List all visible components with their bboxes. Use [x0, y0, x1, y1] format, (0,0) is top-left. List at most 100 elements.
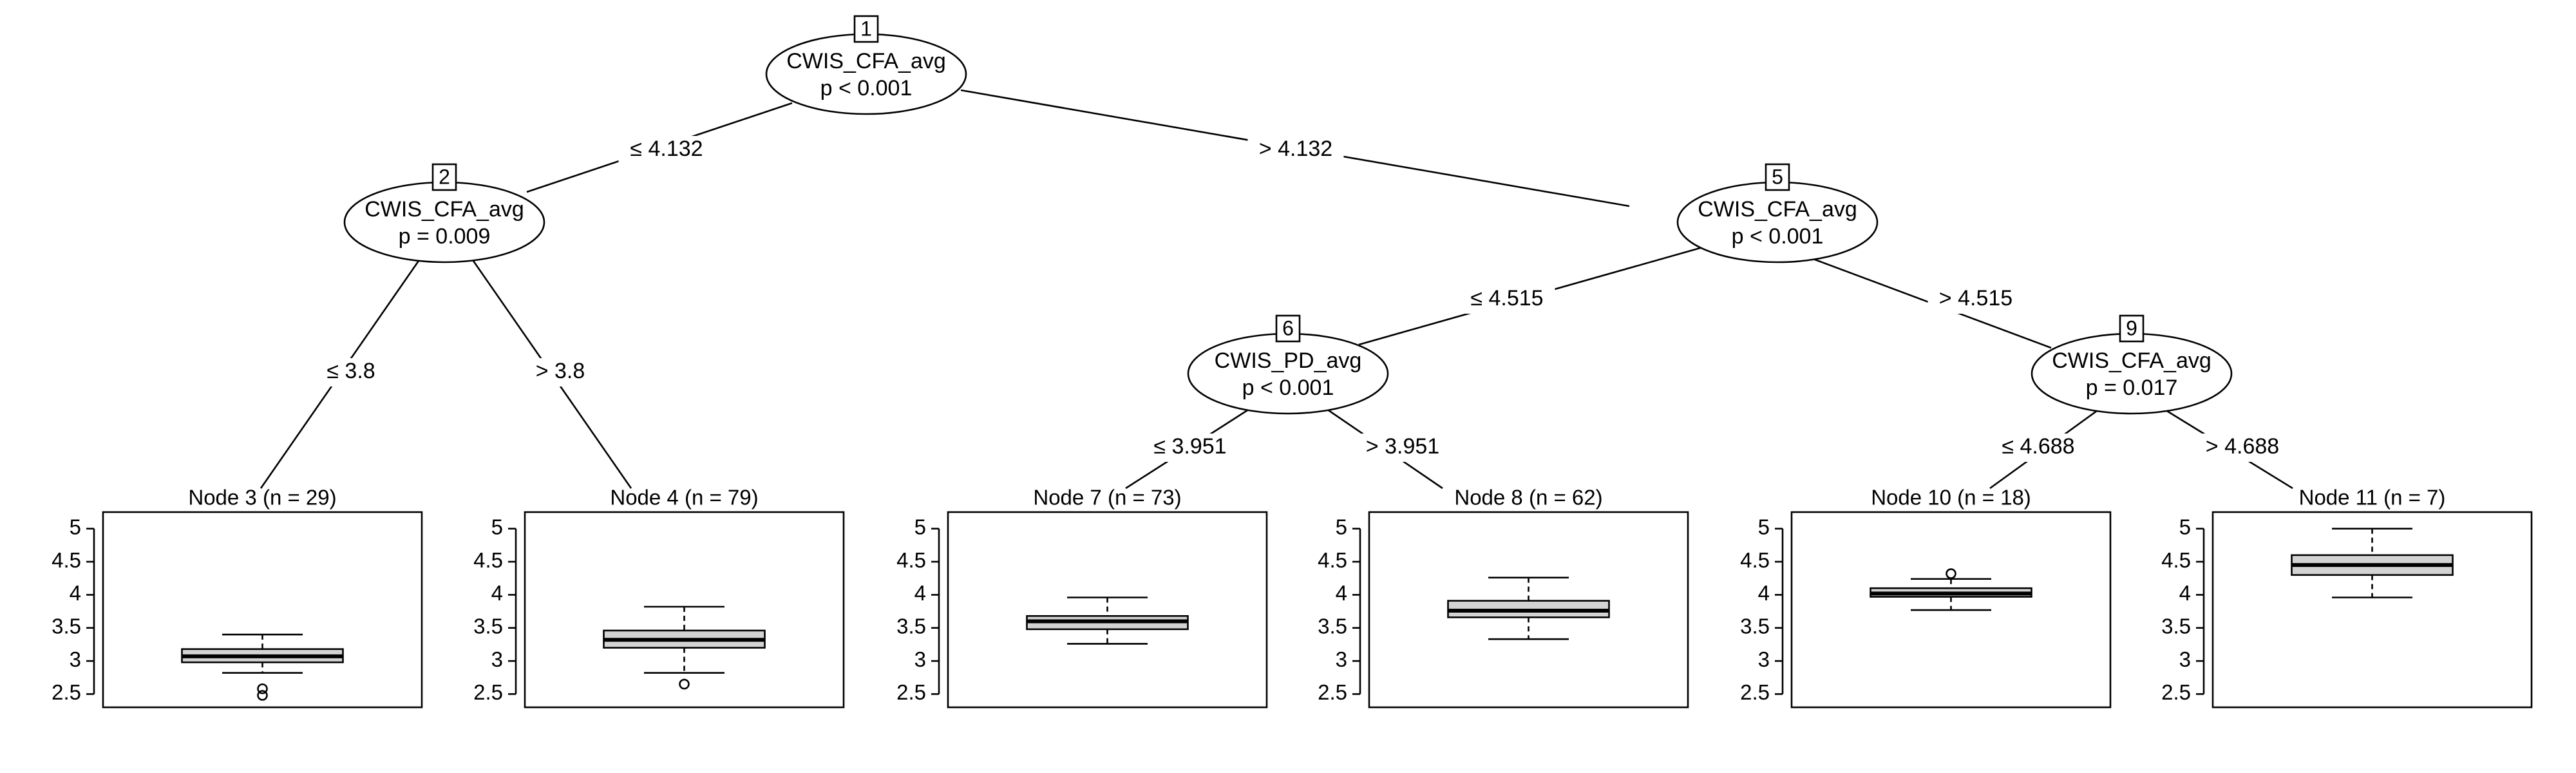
terminal-node-7: Node 7 (n = 73)2.533.544.55	[896, 486, 1268, 709]
y-axis-tick-label: 2.5	[2161, 680, 2191, 704]
y-axis-tick-label: 4.5	[1318, 548, 1347, 572]
edge-5-9	[1783, 247, 2052, 349]
edge-label-text: ≤ 4.515	[1470, 286, 1543, 310]
edge-label-9-10: ≤ 4.688	[1990, 434, 2087, 462]
y-axis-tick-label: 3.5	[1740, 614, 1770, 638]
edge-label-6-8: > 3.951	[1354, 434, 1451, 462]
edge-label-1-2: ≤ 4.132	[618, 136, 715, 164]
edge-label-text: ≤ 4.132	[630, 137, 703, 161]
boxplot-frame	[2211, 511, 2533, 709]
node-id-box	[2119, 314, 2145, 343]
y-axis-tick-label: 2.5	[473, 680, 503, 704]
edge-label-1-5: > 4.132	[1247, 136, 1344, 164]
edge-label-background	[1927, 285, 2024, 314]
y-axis-tick-label: 4.5	[896, 548, 926, 572]
outlier-point	[679, 678, 690, 690]
y-axis-tick-label: 2.5	[1740, 680, 1770, 704]
y-axis-tick-label: 3.5	[2161, 614, 2191, 638]
y-axis-tick-label: 3.5	[473, 614, 503, 638]
y-axis-tick-label: 3	[70, 647, 81, 671]
edge-label-text: ≤ 4.688	[2002, 434, 2074, 459]
edge-label-text: > 3.8	[536, 359, 585, 383]
y-axis-tick-label: 3	[1336, 647, 1347, 671]
y-axis-tick-label: 2.5	[896, 680, 926, 704]
edge-label-2-3: ≤ 3.8	[315, 358, 387, 386]
node-p-value: p < 0.001	[1732, 224, 1824, 249]
edge-label-2-4: > 3.8	[524, 358, 596, 386]
y-axis-tick-label: 2.5	[1318, 680, 1347, 704]
y-axis-tick-label: 3	[491, 647, 503, 671]
y-axis-tick-label: 4	[1758, 581, 1770, 605]
node-id-label: 6	[1282, 316, 1294, 339]
terminal-node-title: Node 4 (n = 79)	[610, 486, 758, 510]
y-axis-tick-label: 4	[914, 581, 926, 605]
node-p-value: p = 0.017	[2086, 376, 2178, 400]
node-id-box	[853, 15, 879, 43]
edge-label-background	[1142, 434, 1238, 462]
terminal-node-title: Node 8 (n = 62)	[1454, 486, 1602, 510]
boxplot-frame	[1368, 511, 1689, 709]
y-axis-tick-label: 5	[2179, 515, 2191, 539]
node-split-variable: CWIS_CFA_avg	[2052, 348, 2211, 373]
node-p-value: p = 0.009	[399, 224, 491, 249]
edge-label-background	[1459, 285, 1555, 314]
node-ellipse	[1187, 332, 1389, 415]
edge-label-text: > 3.951	[1366, 434, 1439, 459]
outlier-point	[257, 690, 268, 701]
boxplot-frame	[947, 511, 1268, 709]
edge-label-background	[1354, 434, 1451, 462]
node-id-box	[1765, 163, 1790, 191]
node-id-label: 5	[1772, 165, 1783, 188]
edge-label-background	[1247, 136, 1344, 164]
edge-label-background	[315, 358, 387, 386]
edge-label-background	[618, 136, 715, 164]
terminal-node-title: Node 11 (n = 7)	[2299, 486, 2446, 510]
edge-label-background	[2194, 434, 2291, 462]
boxplot-frame	[102, 511, 423, 709]
edge-label-5-9: > 4.515	[1927, 285, 2024, 314]
y-axis-tick-label: 4.5	[473, 548, 503, 572]
y-axis-tick-label: 3	[1758, 647, 1770, 671]
y-axis-tick-label: 4	[491, 581, 503, 605]
y-axis-tick-label: 4	[1336, 581, 1347, 605]
edge-label-text: > 4.688	[2206, 434, 2279, 459]
edge-label-text: ≤ 3.8	[327, 359, 375, 383]
node-split-variable: CWIS_CFA_avg	[365, 197, 524, 222]
y-axis-tick-label: 4.5	[52, 548, 81, 572]
boxplot-frame	[1790, 511, 2112, 709]
edge-label-background	[1990, 434, 2087, 462]
node-id-box	[1275, 314, 1301, 343]
y-axis-tick-label: 5	[1758, 515, 1770, 539]
y-axis-tick-label: 5	[914, 515, 926, 539]
y-axis-tick-label: 5	[491, 515, 503, 539]
edge-label-6-7: ≤ 3.951	[1142, 434, 1238, 462]
edge-label-text: > 4.132	[1259, 137, 1332, 161]
terminal-node-4: Node 4 (n = 79) 2.5 3 3.5 4 4.5 5	[473, 486, 845, 709]
terminal-node-3: Node 3 (n = 29)2.533.544.55	[52, 486, 423, 709]
edge-label-text: > 4.515	[1939, 286, 2012, 310]
y-axis-tick-label: 3.5	[896, 614, 926, 638]
terminal-node-8: Node 8 (n = 62)2.533.544.55	[1318, 486, 1689, 709]
terminal-node-10: Node 10 (n = 18)2.533.544.55	[1740, 486, 2112, 709]
y-axis-tick-label: 4	[2179, 581, 2191, 605]
node-p-value: p < 0.001	[1242, 376, 1334, 400]
edge-label-text: ≤ 3.951	[1153, 434, 1226, 459]
terminal-node-11: Node 11 (n = 7)2.533.544.55	[2161, 486, 2533, 709]
node-id-box	[431, 163, 457, 191]
y-axis-tick-label: 5	[70, 515, 81, 539]
node-split-variable: CWIS_CFA_avg	[1698, 197, 1857, 222]
boxplot-frame	[524, 511, 845, 709]
node-split-variable: CWIS_PD_avg	[1215, 348, 1362, 373]
y-axis-tick-label: 5	[1336, 515, 1347, 539]
node-id-label: 1	[860, 17, 872, 40]
node-ellipse	[2031, 332, 2233, 415]
node-id-label: 9	[2126, 316, 2137, 339]
outlier-point	[257, 683, 268, 694]
node-ellipse	[765, 33, 967, 115]
